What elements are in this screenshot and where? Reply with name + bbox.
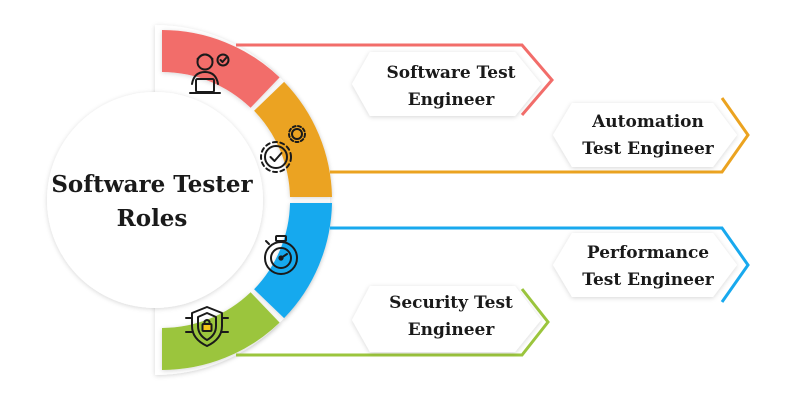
- role-label-line1: Automation: [592, 112, 704, 132]
- label-arrow-software-test: [352, 52, 541, 116]
- segment-software-test: [162, 30, 280, 108]
- label-arrow-security-test: [352, 286, 541, 352]
- role-label-automation-test-engineer: Automation Test Engineer: [568, 109, 728, 163]
- segment-performance-test: [254, 203, 332, 319]
- shield-lock-icon: [185, 306, 229, 347]
- center-title: Software Tester Roles: [42, 168, 262, 236]
- role-label-software-test-engineer: Software Test Engineer: [366, 60, 536, 114]
- connector-software-test: [236, 43, 554, 116]
- label-arrow-performance-test: [553, 233, 737, 297]
- gear-check-icon: [260, 125, 306, 173]
- role-label-performance-test-engineer: Performance Test Engineer: [568, 240, 728, 294]
- connector-security-test: [236, 288, 550, 357]
- stopwatch-icon: [264, 235, 298, 275]
- role-label-line2: Engineer: [407, 90, 495, 110]
- role-label-line2: Test Engineer: [582, 139, 714, 159]
- role-label-line1: Software Test: [386, 63, 516, 83]
- role-label-security-test-engineer: Security Test Engineer: [366, 290, 536, 344]
- center-circle: [47, 92, 263, 308]
- connector-performance-test: [330, 226, 750, 303]
- center-title-line1: Software Tester: [51, 171, 253, 198]
- role-label-line1: Security Test: [389, 293, 513, 313]
- role-label-line1: Performance: [586, 243, 710, 263]
- connector-automation-test: [330, 97, 750, 174]
- role-label-line2: Engineer: [407, 320, 495, 340]
- role-label-line2: Test Engineer: [582, 270, 714, 290]
- label-arrow-automation-test: [553, 103, 737, 167]
- segment-automation-test: [254, 81, 332, 197]
- developer-laptop-icon: [189, 53, 230, 94]
- center-title-line2: Roles: [116, 205, 188, 232]
